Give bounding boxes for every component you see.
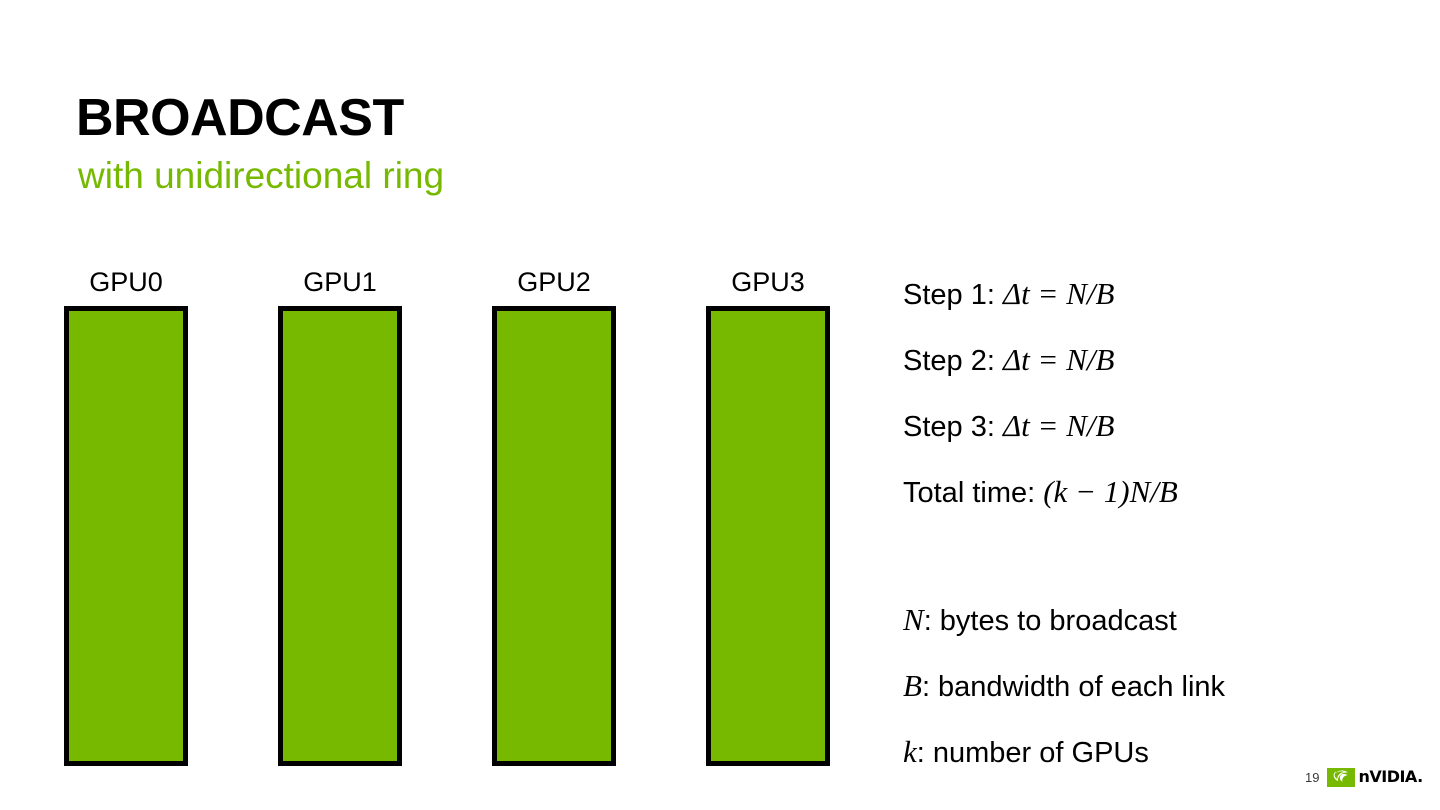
gpu-bar-1 bbox=[278, 306, 402, 766]
total-paren-open: ( bbox=[1043, 474, 1054, 509]
total-time-label: Total time: bbox=[903, 477, 1044, 509]
step-label-2: Step 2: bbox=[903, 345, 1003, 377]
total-time-line: Total time: (k − 1)N/B bbox=[903, 476, 1403, 542]
definition-text-b: : bandwidth of each link bbox=[921, 671, 1226, 703]
nvidia-logo: nVIDIA. bbox=[1327, 767, 1423, 787]
step-eq-2: = bbox=[1029, 342, 1067, 377]
page-title: BROADCAST bbox=[76, 89, 404, 147]
gpu-label-0: GPU0 bbox=[89, 267, 163, 297]
explanation-column: Step 1: Δt = N/B Step 2: Δt = N/B Step 3… bbox=[903, 278, 1403, 802]
definition-symbol-n: N bbox=[903, 602, 924, 637]
page-subtitle: with unidirectional ring bbox=[78, 155, 445, 196]
nvidia-wordmark: nVIDIA. bbox=[1358, 767, 1423, 786]
step-line-3: Step 3: Δt = N/B bbox=[903, 410, 1403, 476]
definition-line-k: k: number of GPUs bbox=[903, 736, 1403, 802]
definition-symbol-b: B bbox=[903, 668, 922, 703]
total-k: k bbox=[1053, 474, 1068, 509]
step-delta-2: Δt bbox=[1002, 342, 1030, 377]
definition-text-n: : bytes to broadcast bbox=[923, 605, 1177, 637]
page-number: 19 bbox=[1305, 769, 1320, 785]
step-line-2: Step 2: Δt = N/B bbox=[903, 344, 1403, 410]
definition-symbol-k: k bbox=[903, 734, 917, 769]
step-expr-2: N/B bbox=[1066, 342, 1115, 377]
step-line-1: Step 1: Δt = N/B bbox=[903, 278, 1403, 344]
step-delta-1: Δt bbox=[1002, 276, 1030, 311]
gpu-label-3: GPU3 bbox=[731, 267, 805, 297]
step-label-1: Step 1: bbox=[903, 279, 1003, 311]
definition-text-k: : number of GPUs bbox=[916, 737, 1149, 769]
total-one: 1 bbox=[1103, 474, 1120, 509]
gpu-label-2: GPU2 bbox=[517, 267, 591, 297]
step-eq-1: = bbox=[1029, 276, 1067, 311]
step-delta-3: Δt bbox=[1002, 408, 1030, 443]
slide-footer: 19 nVIDIA. bbox=[1305, 762, 1423, 792]
column-spacer bbox=[903, 542, 1403, 604]
step-eq-3: = bbox=[1029, 408, 1067, 443]
gpu-bar-0 bbox=[64, 306, 188, 766]
nvidia-eye-icon bbox=[1327, 767, 1356, 787]
step-expr-3: N/B bbox=[1066, 408, 1115, 443]
step-label-3: Step 3: bbox=[903, 411, 1003, 443]
definition-line-n: N: bytes to broadcast bbox=[903, 604, 1403, 670]
total-paren-close: ) bbox=[1119, 474, 1130, 509]
definition-line-b: B: bandwidth of each link bbox=[903, 670, 1403, 736]
step-expr-1: N/B bbox=[1066, 276, 1115, 311]
total-expr: N/B bbox=[1129, 474, 1178, 509]
gpu-bar-2 bbox=[492, 306, 616, 766]
total-minus: − bbox=[1067, 474, 1104, 509]
gpu-label-1: GPU1 bbox=[303, 267, 377, 297]
gpu-bar-3 bbox=[706, 306, 830, 766]
